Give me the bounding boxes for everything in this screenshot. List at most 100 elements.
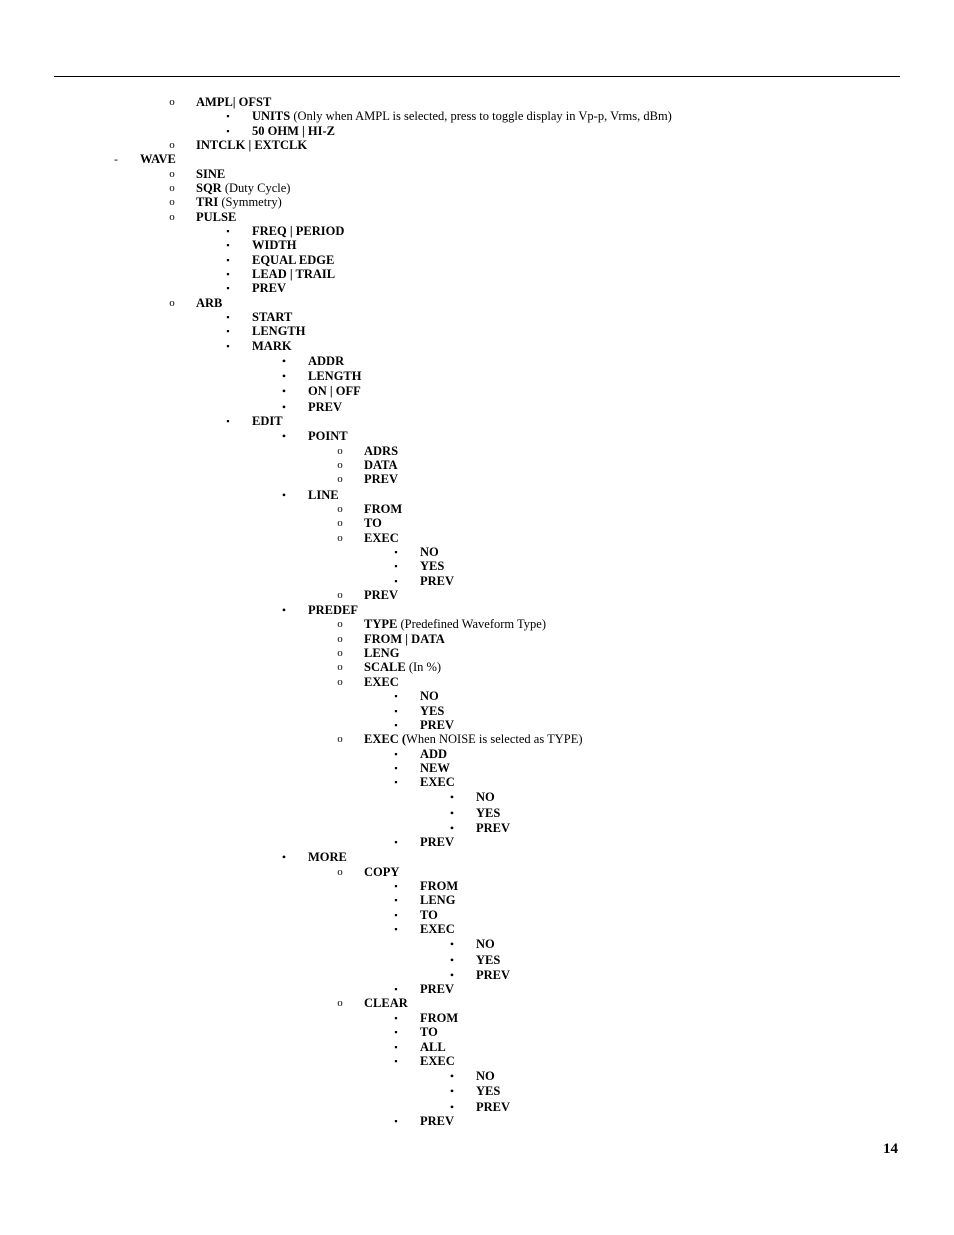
- outline-item-text: PREV: [420, 835, 454, 850]
- disc-bullet-icon: •: [449, 1084, 455, 1098]
- square-bullet-icon: ▪: [394, 691, 398, 701]
- outline-item-text: 50 OHM | HI-Z: [252, 124, 335, 139]
- circle-bullet-icon: o: [337, 503, 343, 515]
- outline-item-text: PREV: [476, 1100, 510, 1115]
- outline-item-label: CLEAR: [364, 996, 408, 1010]
- outline-item-label: NO: [476, 790, 495, 804]
- outline-item-label: DATA: [364, 458, 398, 472]
- outline-item-text: TO: [364, 516, 382, 531]
- outline-item-text: YES: [476, 953, 500, 968]
- outline-item-note: When NOISE is selected as TYPE): [406, 732, 583, 746]
- outline-item-text: PREV: [420, 1114, 454, 1129]
- outline-item-text: CLEAR: [364, 996, 408, 1011]
- square-bullet-icon: ▪: [394, 547, 398, 557]
- outline-item-label: FROM: [420, 1011, 459, 1025]
- outline-item-label: TO: [420, 908, 438, 922]
- outline-item-label: EXEC (: [364, 732, 407, 746]
- outline-item-label: YES: [476, 806, 501, 820]
- outline-item-label: PREV: [476, 821, 511, 835]
- outline-item-text: EDIT: [252, 414, 283, 429]
- disc-bullet-icon: •: [281, 850, 287, 864]
- square-bullet-icon: ▪: [226, 255, 230, 265]
- disc-bullet-icon: •: [281, 384, 287, 398]
- disc-bullet-icon: •: [281, 354, 287, 368]
- outline-item-text: AMPL| OFST: [196, 95, 271, 110]
- outline-item-label: PREV: [364, 472, 399, 486]
- outline-item-text: PULSE: [196, 210, 236, 225]
- outline-item-label: PREV: [252, 281, 287, 295]
- outline-item-text: LINE: [308, 488, 339, 503]
- outline-item-label: SINE: [196, 167, 226, 181]
- disc-bullet-icon: •: [449, 1069, 455, 1083]
- outline-item-label: PREV: [420, 982, 455, 996]
- disc-bullet-icon: •: [449, 1100, 455, 1114]
- disc-bullet-icon: •: [449, 953, 455, 967]
- outline-item-text: START: [252, 310, 292, 325]
- outline-item-text: COPY: [364, 865, 399, 880]
- square-bullet-icon: ▪: [226, 269, 230, 279]
- square-bullet-icon: ▪: [226, 226, 230, 236]
- outline-item-text: PREV: [364, 472, 398, 487]
- disc-bullet-icon: •: [281, 488, 287, 502]
- circle-bullet-icon: o: [169, 211, 175, 223]
- outline-item-note: (Symmetry): [218, 195, 282, 209]
- circle-bullet-icon: o: [169, 168, 175, 180]
- outline-item-label: ADDR: [308, 354, 345, 368]
- disc-bullet-icon: •: [281, 429, 287, 443]
- outline-item-text: ALL: [420, 1040, 446, 1055]
- outline-item-text: NO: [476, 937, 495, 952]
- outline-item-text: PREV: [476, 821, 510, 836]
- outline-item-label: PREV: [420, 574, 455, 588]
- outline-item-label: PREV: [420, 1114, 455, 1128]
- circle-bullet-icon: o: [337, 733, 343, 745]
- outline-item-text: SQR (Duty Cycle): [196, 181, 290, 196]
- outline-item-label: TO: [420, 1025, 438, 1039]
- outline-item-text: FROM | DATA: [364, 632, 445, 647]
- square-bullet-icon: ▪: [394, 895, 398, 905]
- disc-bullet-icon: •: [449, 821, 455, 835]
- square-bullet-icon: ▪: [394, 1042, 398, 1052]
- outline-item-text: NEW: [420, 761, 450, 776]
- outline-item-text: EXEC: [364, 675, 399, 690]
- circle-bullet-icon: o: [169, 196, 175, 208]
- outline-item-label: WAVE: [140, 152, 176, 166]
- outline-item-label: YES: [420, 704, 445, 718]
- outline-item-label: COPY: [364, 865, 400, 879]
- outline-item-label: TYPE: [364, 617, 398, 631]
- circle-bullet-icon: o: [337, 532, 343, 544]
- circle-bullet-icon: o: [169, 182, 175, 194]
- outline-item-label: NEW: [420, 761, 450, 775]
- header-rule: [54, 76, 900, 77]
- outline-item-text: LEAD | TRAIL: [252, 267, 335, 282]
- outline-item-text: EXEC: [420, 922, 455, 937]
- outline-item-label: FROM: [364, 502, 403, 516]
- outline-item-label: EXEC: [364, 531, 399, 545]
- circle-bullet-icon: o: [337, 473, 343, 485]
- outline-item-label: WIDTH: [252, 238, 297, 252]
- disc-bullet-icon: •: [449, 790, 455, 804]
- circle-bullet-icon: o: [337, 517, 343, 529]
- square-bullet-icon: ▪: [394, 910, 398, 920]
- circle-bullet-icon: o: [337, 997, 343, 1009]
- circle-bullet-icon: o: [337, 445, 343, 457]
- outline-item-text: LENG: [364, 646, 399, 661]
- outline-item-label: NO: [420, 545, 439, 559]
- disc-bullet-icon: •: [281, 603, 287, 617]
- outline-item-text: PREV: [420, 718, 454, 733]
- disc-bullet-icon: •: [281, 400, 287, 414]
- square-bullet-icon: ▪: [226, 326, 230, 336]
- square-bullet-icon: ▪: [226, 283, 230, 293]
- circle-bullet-icon: o: [169, 297, 175, 309]
- circle-bullet-icon: o: [337, 676, 343, 688]
- outline-item-text: NO: [476, 790, 495, 805]
- square-bullet-icon: ▪: [394, 561, 398, 571]
- circle-bullet-icon: o: [337, 459, 343, 471]
- square-bullet-icon: ▪: [394, 1027, 398, 1037]
- outline-item-label: YES: [476, 1084, 501, 1098]
- outline-item-text: PREV: [476, 968, 510, 983]
- outline-item-label: PULSE: [196, 210, 237, 224]
- outline-item-text: EXEC: [420, 1054, 455, 1069]
- outline-item-label: YES: [420, 559, 445, 573]
- outline-item-label: NO: [420, 689, 439, 703]
- square-bullet-icon: ▪: [394, 720, 398, 730]
